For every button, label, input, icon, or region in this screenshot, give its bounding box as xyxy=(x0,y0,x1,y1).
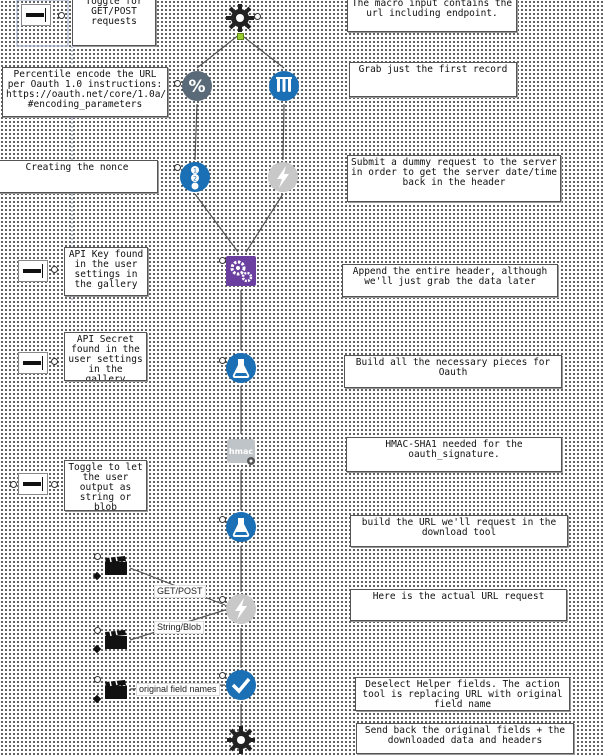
formula-oauth-tool[interactable] xyxy=(225,352,257,384)
anchor-dot xyxy=(254,13,261,20)
toggle-output-tool[interactable] xyxy=(18,473,48,495)
anchor-dot xyxy=(219,516,226,523)
note-api-secret: API Secret found in the user settings in… xyxy=(64,332,147,381)
anchor-dot xyxy=(219,357,226,364)
svg-text:2: 2 xyxy=(193,176,197,183)
percent-encode-tool[interactable]: % xyxy=(181,70,213,102)
output-port[interactable] xyxy=(237,33,244,40)
anchor-dot xyxy=(94,553,101,560)
anchor-dot xyxy=(51,481,58,488)
label-get-post: GET/POST xyxy=(154,585,206,598)
anchor-dot xyxy=(94,627,101,634)
note-build-oauth: Build all the necessary pieces for Oauth xyxy=(344,355,562,388)
anchor-dot xyxy=(51,358,58,365)
api-secret-tool[interactable] xyxy=(18,352,48,374)
gear-icon xyxy=(227,726,255,754)
anchor-dot xyxy=(219,257,226,264)
flask-icon xyxy=(226,353,256,383)
lightning-icon xyxy=(226,594,256,624)
note-toggle-output: Toggle to let the user output as string … xyxy=(64,460,147,511)
hmac-sha1-tool[interactable]: hmac xyxy=(225,435,257,467)
note-dummy-request: Submit a dummy request to the server in … xyxy=(347,155,561,202)
percent-icon: % xyxy=(182,71,212,101)
note-api-key: API Key found in the user settings in th… xyxy=(64,247,148,296)
gears-icon xyxy=(226,256,256,286)
anchor-dot xyxy=(58,12,65,19)
macro-output-tool[interactable] xyxy=(225,724,257,756)
anchor-dot xyxy=(219,672,226,679)
note-deselect: Deselect Helper fields. The action tool … xyxy=(355,677,570,711)
macro-input-tool[interactable] xyxy=(224,2,256,34)
gear-icon xyxy=(226,4,254,32)
sequence-icon: 12 xyxy=(180,162,210,192)
formula-url-tool[interactable] xyxy=(225,511,257,543)
note-append-header: Append the entire header, although we'll… xyxy=(342,264,558,297)
toggle-get-post-tool[interactable] xyxy=(21,4,51,26)
flask-icon xyxy=(226,512,256,542)
checkmark-icon xyxy=(226,670,256,700)
svg-text:%: % xyxy=(188,77,205,97)
svg-text:1: 1 xyxy=(193,168,197,175)
note-hmac: HMAC-SHA1 needed for the oauth_signature… xyxy=(346,437,562,472)
sample-tool[interactable] xyxy=(268,70,300,102)
note-toggle-get-post: Toggle for GET/POST requests xyxy=(72,0,156,46)
lightning-icon xyxy=(268,162,298,192)
anchor-dot xyxy=(10,481,17,488)
api-key-tool[interactable] xyxy=(18,260,48,282)
note-nonce: Creating the nonce xyxy=(0,160,158,193)
dummy-download-tool[interactable] xyxy=(267,161,299,193)
test-tubes-icon xyxy=(269,71,299,101)
note-first-record: Grab just the first record xyxy=(349,62,517,97)
action-string-blob-icon[interactable] xyxy=(104,630,128,650)
append-fields-tool[interactable] xyxy=(225,255,257,287)
anchor-dot xyxy=(51,266,58,273)
anchor-dot xyxy=(94,676,101,683)
note-percent-encode: Percentile encode the URL per Oauth 1.0 … xyxy=(2,67,168,117)
anchor-dot xyxy=(219,596,226,603)
download-tool[interactable] xyxy=(225,593,257,625)
note-actual-request: Here is the actual URL request xyxy=(350,589,567,621)
action-field-names-icon[interactable] xyxy=(104,680,128,700)
label-original-field-names: original field names xyxy=(136,683,220,696)
anchor-dot xyxy=(174,80,181,87)
note-macro-input: The macro input contains the url includi… xyxy=(347,0,517,32)
hmac-icon: hmac xyxy=(227,439,255,465)
note-build-url: build the URL we'll request in the downl… xyxy=(350,515,568,547)
anchor-dot xyxy=(174,164,181,171)
note-send-back: Send back the original fields + the down… xyxy=(356,723,574,754)
action-get-post-icon[interactable] xyxy=(104,556,128,576)
label-string-blob: String/Blob xyxy=(154,621,205,634)
select-tool[interactable] xyxy=(225,669,257,701)
svg-text:hmac: hmac xyxy=(229,447,253,456)
